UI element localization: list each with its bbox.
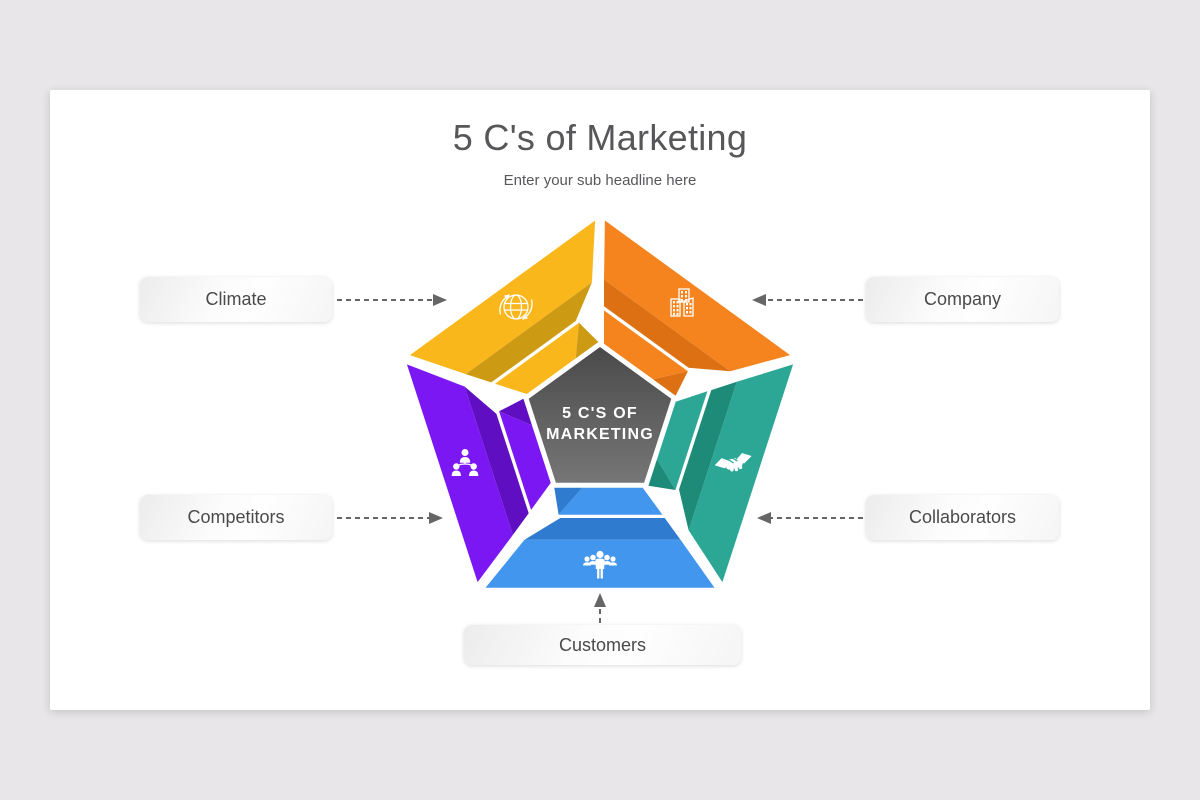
segment-company-inner xyxy=(604,310,688,380)
segment-customers-fold xyxy=(524,518,681,540)
label-competitors: Competitors xyxy=(140,495,332,540)
label-company: Company xyxy=(866,277,1059,322)
segment-climate-fold xyxy=(465,282,592,383)
segment-competitors-fold xyxy=(464,386,529,535)
segment-climate-inner-fold xyxy=(575,322,599,359)
label-competitors-text: Competitors xyxy=(187,507,285,527)
people-group-icon xyxy=(583,550,617,579)
customers-arrow xyxy=(594,593,606,623)
segment-collaborators-band xyxy=(688,364,794,583)
segment-competitors-inner-fold xyxy=(499,398,532,426)
label-climate: Climate xyxy=(140,277,332,322)
segment-collaborators-inner xyxy=(657,391,708,490)
competitors-arrow xyxy=(337,512,443,524)
buildings-icon xyxy=(670,288,694,317)
segment-company-fold xyxy=(604,279,731,372)
segment-company-band xyxy=(604,220,791,372)
segment-climate-band xyxy=(409,220,596,375)
label-company-text: Company xyxy=(923,289,1002,309)
center-label-line1: 5 C'S OF xyxy=(562,405,638,422)
label-collaborators: Collaborators xyxy=(866,495,1059,540)
handshake-icon xyxy=(714,452,752,472)
segment-company-inner-fold xyxy=(653,371,688,396)
climate-arrow xyxy=(337,294,447,306)
slide-subtitle: Enter your sub headline here xyxy=(503,172,697,189)
collaborators-arrow xyxy=(757,512,863,524)
label-climate-text: Climate xyxy=(205,289,267,309)
org-chart-icon xyxy=(451,449,479,476)
globe-icon xyxy=(499,293,533,321)
company-arrow xyxy=(752,294,863,306)
segment-collaborators-inner-fold xyxy=(648,459,676,490)
segment-climate-inner xyxy=(495,322,579,394)
label-customers-text: Customers xyxy=(558,634,647,655)
segment-customers-inner xyxy=(558,487,663,515)
segment-competitors-inner xyxy=(499,411,551,510)
segment-collaborators-fold xyxy=(679,381,737,531)
center-pentagon xyxy=(528,347,672,483)
slide-title: 5 C's of Marketing xyxy=(452,117,748,158)
label-collaborators-text: Collaborators xyxy=(908,507,1017,527)
center-label-line2: MARKETING xyxy=(546,426,654,443)
segment-customers-inner-fold xyxy=(554,487,583,515)
label-customers: Customers xyxy=(464,625,741,665)
